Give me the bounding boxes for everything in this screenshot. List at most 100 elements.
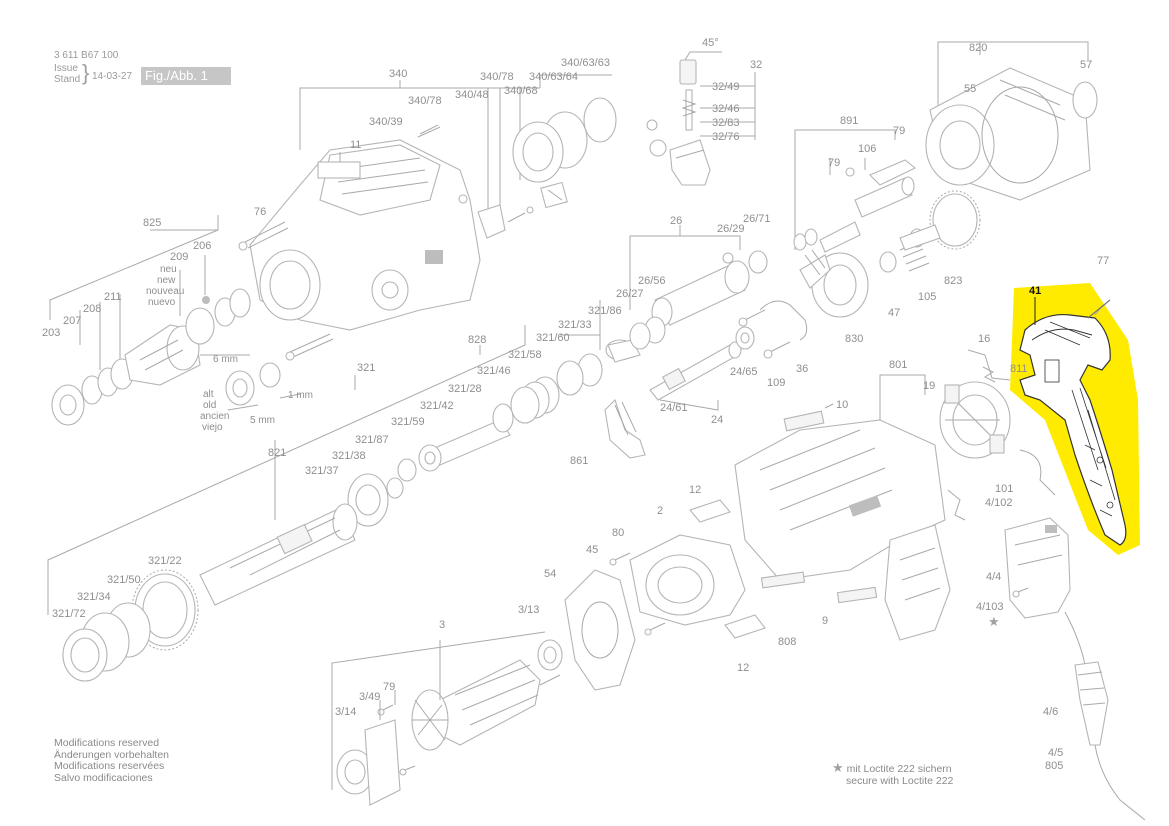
callout-9: 9 (822, 615, 828, 627)
callout-321-50: 321/50 (107, 574, 141, 586)
text-alt: alt (203, 389, 214, 400)
power-cord-4-6[interactable] (1064, 611, 1146, 821)
label-808[interactable] (760, 571, 806, 589)
callout-321-46: 321/46 (477, 365, 511, 377)
screw-near-36[interactable] (738, 309, 766, 327)
spring-811[interactable] (982, 366, 996, 383)
piston-321-86[interactable] (605, 339, 641, 363)
callout-11: 11 (350, 139, 361, 151)
plate-340-68[interactable] (540, 181, 568, 209)
clutch-830[interactable] (799, 249, 869, 318)
air-guide-45[interactable] (564, 569, 636, 691)
ring-set-340-63[interactable] (512, 97, 617, 183)
rings-26-56-26-27[interactable] (629, 316, 666, 350)
old-spacers[interactable] (225, 362, 281, 406)
clip-4-102[interactable] (947, 489, 966, 521)
dim-1mm: 1 mm (288, 390, 313, 401)
brush-holder-19[interactable] (939, 381, 1011, 459)
striker-321-28[interactable] (429, 403, 514, 466)
bearing-3-13[interactable] (537, 639, 563, 671)
bracket-12-bottom[interactable] (724, 614, 766, 639)
field-coil-2[interactable] (629, 534, 746, 626)
modifications-de: Änderungen vorbehalten (54, 748, 170, 761)
spring-clip-36[interactable] (759, 300, 808, 341)
screw-828[interactable] (285, 333, 334, 361)
screw-340-78[interactable] (417, 124, 441, 138)
brush-endplate-3-14[interactable] (336, 719, 401, 806)
motor-housing-801[interactable] (734, 419, 951, 641)
ring-321-87[interactable] (347, 473, 389, 527)
screw-77[interactable] (1087, 299, 1111, 319)
callout-321-37: 321/37 (305, 465, 339, 477)
gear-housing-340[interactable] (249, 139, 481, 331)
issue-label: Issue Stand } (54, 62, 89, 86)
wire-101[interactable] (1019, 449, 1056, 496)
callout-76: 76 (254, 206, 266, 218)
switch-4-4[interactable] (1004, 517, 1071, 619)
screw-109[interactable] (763, 341, 791, 359)
tool-holder-825[interactable] (124, 324, 201, 386)
callout-24-61: 24/61 (660, 402, 688, 414)
callout-32-76: 32/76 (712, 131, 740, 143)
text-neu: neu (160, 264, 177, 275)
modifications-es: Salvo modificaciones (54, 771, 153, 784)
ring-set-321-46[interactable] (510, 376, 560, 424)
armature-3[interactable] (411, 659, 561, 751)
screw-76[interactable] (238, 221, 289, 251)
callout-19: 19 (923, 380, 935, 392)
text-ancien: ancien (200, 411, 229, 422)
bevel-gear-823[interactable] (899, 190, 981, 251)
cable-16[interactable] (967, 349, 1011, 381)
screw-near-field[interactable] (644, 622, 666, 636)
plug-340[interactable] (458, 194, 468, 204)
pin-26-29[interactable] (722, 252, 734, 264)
label-9[interactable] (836, 586, 878, 604)
tool-holder-cap-203[interactable] (51, 384, 85, 426)
hammer-tube-821[interactable] (199, 503, 358, 606)
screw-near-3-14[interactable] (399, 765, 416, 776)
bearing-flange-820[interactable] (925, 67, 1091, 201)
cap-26-71[interactable] (748, 250, 768, 274)
cam-861[interactable] (604, 398, 646, 459)
spring-32-46[interactable] (681, 99, 697, 117)
piston-tube-26[interactable] (651, 260, 750, 327)
callout-tree-32 (684, 51, 756, 140)
callout-tree-3 (331, 631, 546, 790)
callout-321-60: 321/60 (536, 332, 570, 344)
type-plate-10[interactable] (783, 410, 825, 432)
rings-321-50-321-34-321-72[interactable] (62, 602, 151, 682)
screw-340-39[interactable] (507, 206, 534, 223)
ring-47[interactable] (879, 251, 897, 273)
screw-4-103[interactable] (1012, 587, 1029, 598)
shaft-parts-891[interactable] (793, 159, 917, 253)
bearing-24-65[interactable] (735, 326, 755, 350)
loctite-en: secure with Loctite 222 (846, 774, 954, 787)
handle-part-41[interactable] (1019, 313, 1127, 546)
rings-321-33-321-60[interactable] (556, 353, 603, 396)
rings-near-housing[interactable] (214, 288, 251, 327)
screw-80[interactable] (609, 552, 631, 566)
dimension-marks (200, 354, 301, 411)
bracket-340-48[interactable] (477, 204, 506, 239)
selector-knob-32[interactable] (669, 59, 711, 186)
callout-206: 206 (193, 240, 211, 252)
ring-321-59[interactable] (397, 458, 417, 482)
callout-4-5: 4/5 (1048, 747, 1063, 759)
o-ring-57[interactable] (1072, 81, 1098, 119)
callout-321-22: 321/22 (148, 555, 182, 567)
callout-811: 811 (1010, 363, 1028, 375)
intermediate-shaft-24[interactable] (649, 341, 742, 401)
sleeve-321-42[interactable] (418, 444, 442, 472)
ball-206[interactable] (202, 296, 210, 304)
dim-5mm: 5 mm (250, 415, 275, 426)
ring-209[interactable] (185, 307, 215, 345)
callout-12-top: 12 (689, 484, 701, 496)
callout-321-59: 321/59 (391, 416, 425, 428)
label-plate-11[interactable] (317, 161, 361, 179)
rings-207-208-211[interactable] (81, 358, 134, 405)
ring-321-38[interactable] (386, 477, 404, 499)
star-icon: ★ (832, 760, 844, 775)
dim-6mm: 6 mm (213, 354, 238, 365)
bracket-12-top[interactable] (689, 499, 731, 523)
clip-32-49[interactable] (646, 119, 667, 157)
